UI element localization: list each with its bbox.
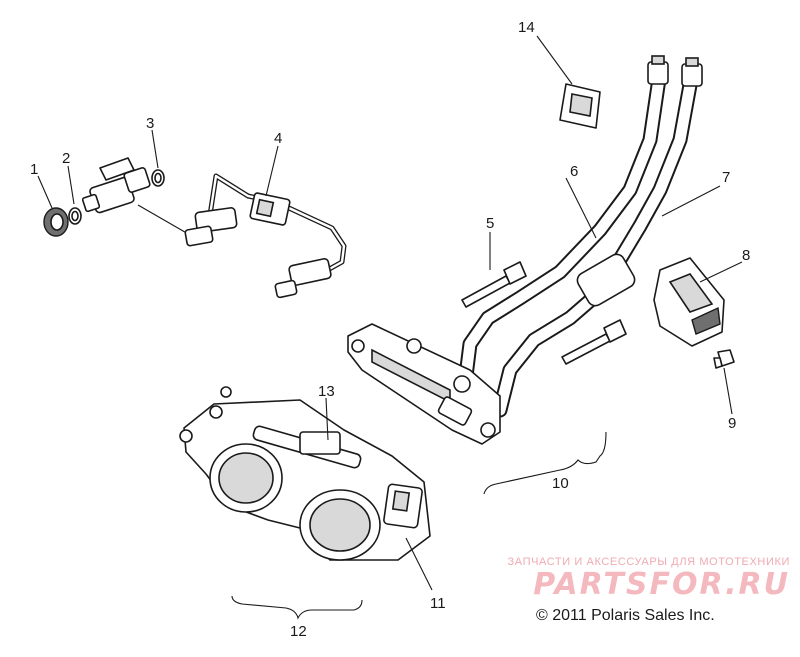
part-5-bolt	[461, 261, 527, 308]
callout-11: 11	[430, 595, 446, 612]
throttle-body	[179, 386, 433, 591]
callout-10: 10	[552, 475, 569, 492]
callout-13: 13	[318, 383, 335, 400]
fuel-injector	[81, 157, 191, 236]
part-9-screw	[713, 349, 735, 415]
callout-5: 5	[486, 215, 494, 232]
copyright-notice: © 2011 Polaris Sales Inc.	[536, 607, 715, 624]
callout-3: 3	[146, 115, 154, 132]
part-4-injector-harness	[184, 173, 347, 299]
fuel-hoses	[458, 55, 721, 418]
bracket-assembly-12	[231, 595, 363, 620]
callout-14: 14	[518, 19, 535, 36]
part-8-sensor-block	[653, 257, 743, 347]
callout-7: 7	[722, 169, 730, 186]
part-1-seal	[43, 207, 69, 237]
fuel-rail	[347, 323, 501, 445]
callout-9: 9	[728, 415, 736, 432]
callout-12: 12	[290, 623, 307, 640]
part-3-o-ring	[151, 169, 165, 187]
part-14-hose-clip	[536, 35, 601, 129]
callout-1: 1	[30, 161, 38, 178]
watermark: ЗАПЧАСТИ И АКСЕССУАРЫ ДЛЯ МОТОТЕХНИКИ PA…	[480, 556, 790, 600]
bolt-lower	[561, 319, 627, 365]
callout-2: 2	[62, 150, 70, 167]
callout-8: 8	[742, 247, 750, 264]
watermark-tagline: ЗАПЧАСТИ И АКСЕССУАРЫ ДЛЯ МОТОТЕХНИКИ	[507, 556, 790, 568]
part-2-o-ring	[68, 207, 82, 225]
bracket-assembly-10	[483, 431, 607, 495]
callout-4: 4	[274, 130, 282, 147]
watermark-logo: PARTSFOR.RU	[533, 567, 790, 602]
callout-6: 6	[570, 163, 578, 180]
